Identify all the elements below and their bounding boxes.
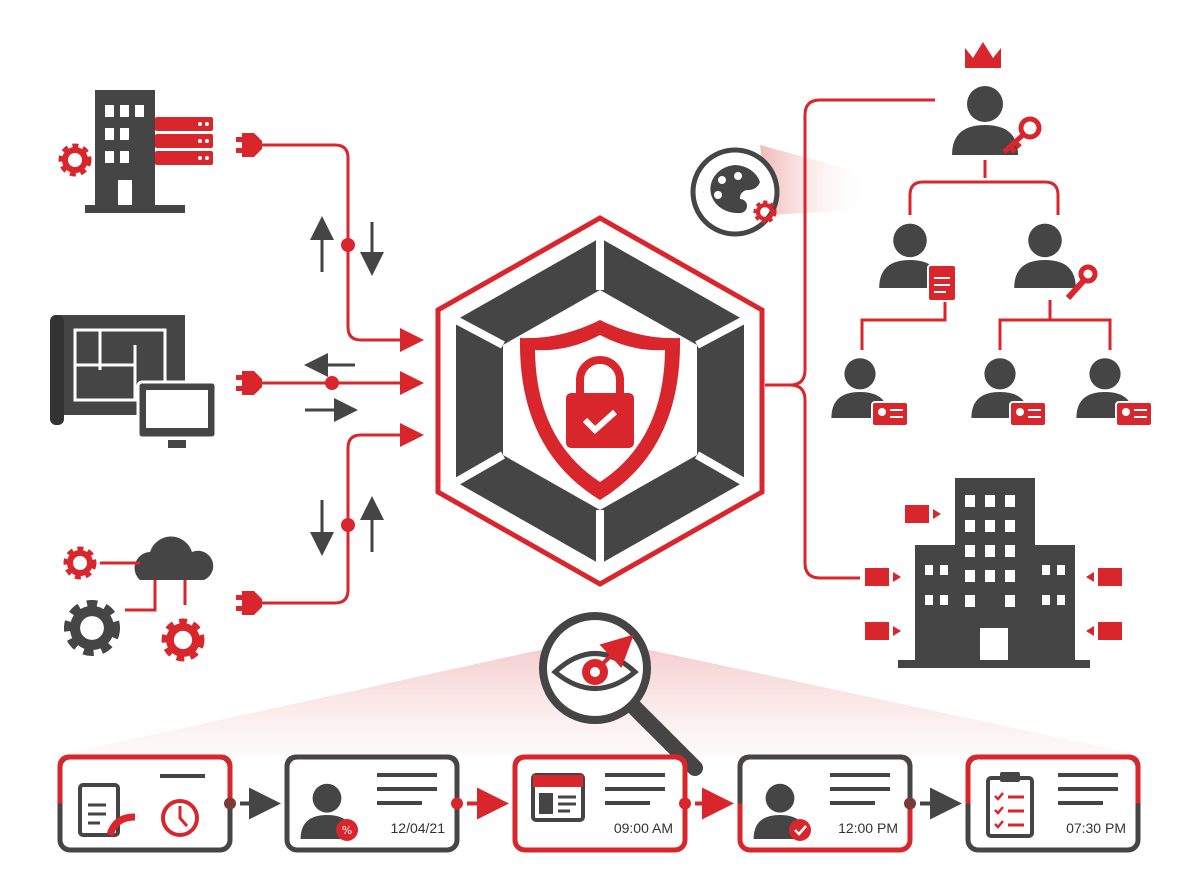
magnifier-eye-icon [539, 612, 703, 776]
building-server-gear-icon [63, 90, 213, 213]
browser-window-icon [531, 773, 585, 822]
timestamp: 09:00 AM [614, 820, 673, 836]
timeline-card[interactable]: 07:30 PM [965, 754, 1141, 853]
plug-icon [236, 133, 262, 615]
user-percent-icon: % [300, 783, 358, 841]
user-check-icon [753, 783, 811, 841]
timeline-arrow [679, 787, 734, 820]
timeline-card[interactable]: % 12/04/21 [284, 754, 460, 853]
user-wrench-icon [1014, 223, 1098, 301]
cloud-gears-icon [68, 536, 214, 656]
hierarchy-connectors [765, 98, 1112, 580]
timeline-card[interactable]: 12:00 PM [737, 754, 913, 853]
clipboard-checklist-icon [986, 772, 1034, 838]
office-building-icon [865, 478, 1122, 668]
timeline-arrow [904, 787, 962, 820]
data-connectors [262, 143, 424, 605]
timeline: % 12/04/21 09:00 AM 12:00 PM 07:30 PM [57, 754, 1141, 853]
user-id-card-icon [971, 358, 1047, 427]
timeline-card[interactable]: 09:00 AM [512, 754, 688, 853]
timestamp: 12/04/21 [391, 820, 446, 836]
palette-gear-icon [690, 147, 780, 237]
palette-beam [760, 145, 870, 215]
user-id-card-icon [831, 358, 909, 427]
timeline-arrow [224, 787, 281, 820]
blueprint-monitor-icon [50, 315, 218, 448]
timeline-card[interactable] [57, 754, 233, 853]
timestamp: 07:30 PM [1066, 820, 1126, 836]
user-clipboard-icon [879, 223, 957, 302]
timestamp: 12:00 PM [838, 820, 898, 836]
shield-lock-check-icon [519, 320, 681, 500]
admin-crown-key-icon [952, 42, 1042, 155]
svg-text:%: % [342, 824, 352, 837]
flow-arrows [304, 216, 384, 556]
user-id-card-icon [1076, 358, 1153, 427]
document-clock-icon [78, 774, 205, 837]
timeline-arrow [451, 787, 509, 820]
